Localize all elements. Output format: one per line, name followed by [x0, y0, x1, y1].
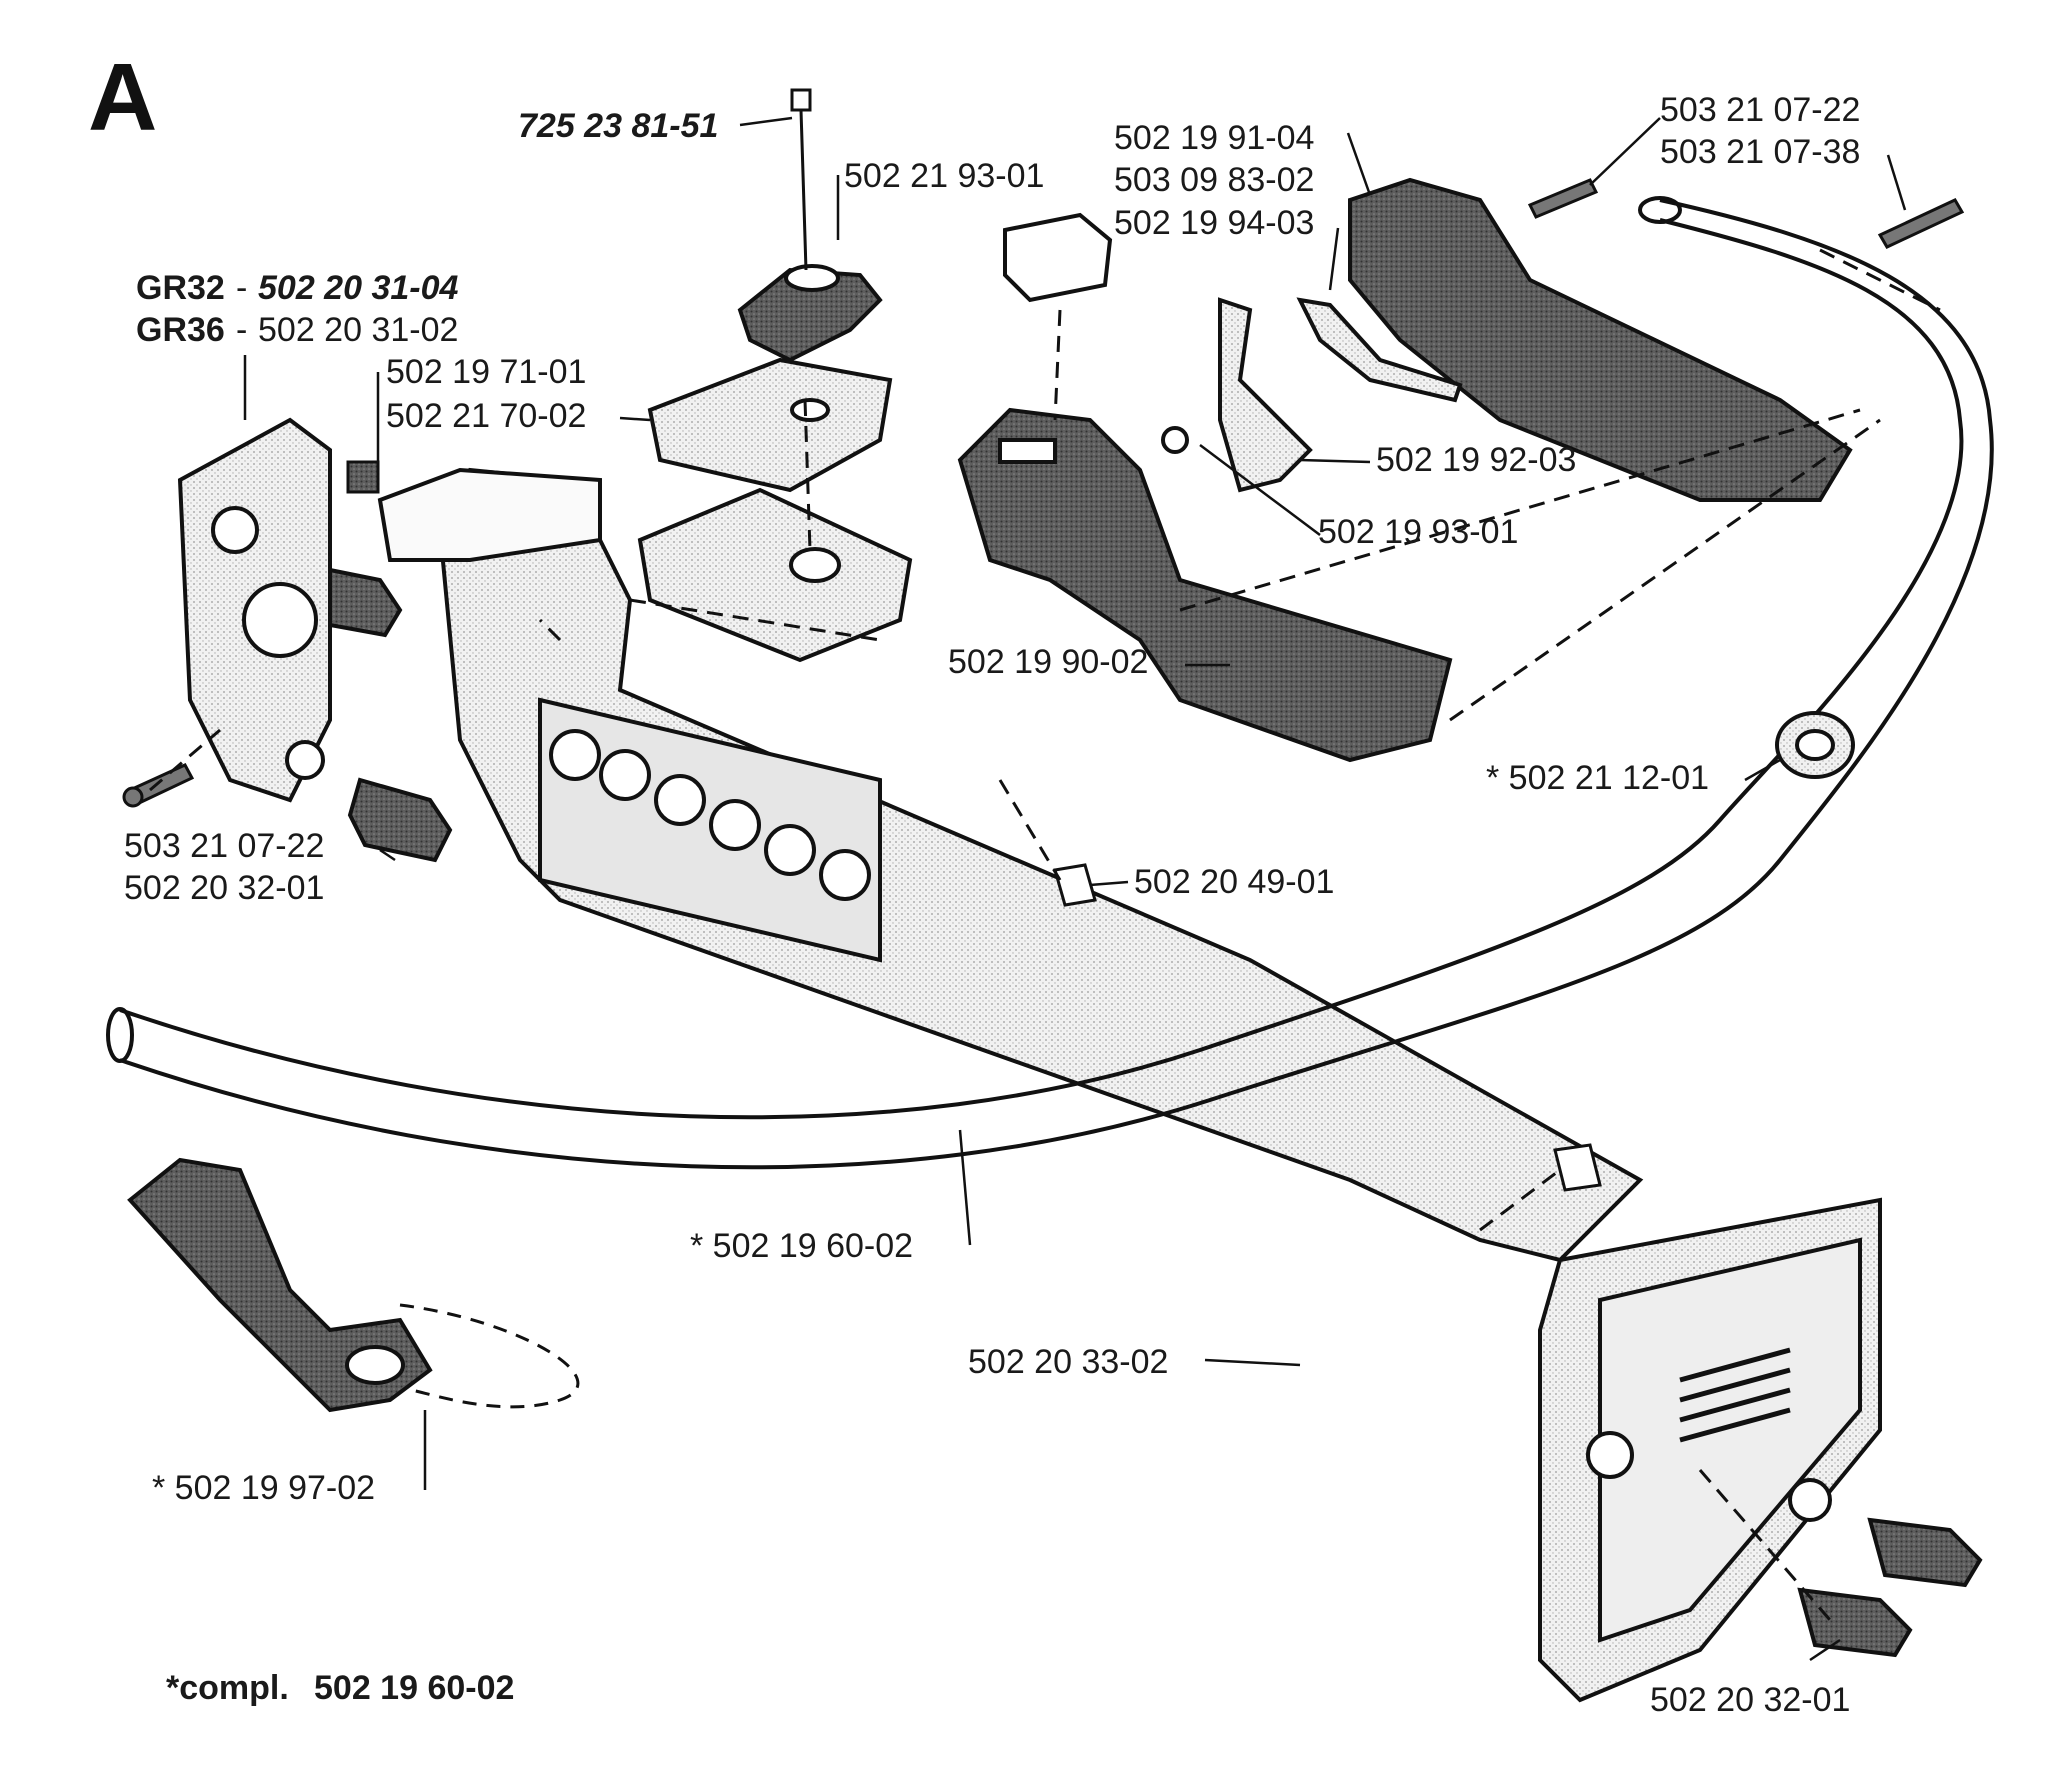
- square-nut: [346, 460, 380, 494]
- end-plug-left: [347, 777, 453, 863]
- label-grip: * 502 19 97-02: [152, 1469, 376, 1507]
- footnote-prefix: *compl.: [166, 1669, 289, 1707]
- label-switch-b: 503 09 83-02: [1114, 161, 1315, 199]
- label-throttle-trigger: 502 19 92-03: [1376, 441, 1577, 479]
- screw-top-b: [1877, 198, 1965, 249]
- bolt: [790, 88, 812, 271]
- leader-lines: [243, 116, 1907, 1662]
- label-spring: 502 19 93-01: [1318, 513, 1519, 551]
- label-knob: 502 21 93-01: [844, 157, 1045, 195]
- label-bolt: 725 23 81-51: [518, 107, 719, 145]
- label-clip-nut: 502 20 49-01: [1134, 863, 1335, 901]
- label-gr32-dash: -: [236, 269, 248, 307]
- clamp-upper: [647, 357, 893, 493]
- screw-top-a: [1527, 178, 1599, 219]
- stop-switch: [1003, 212, 1113, 303]
- label-gr36-part: 502 20 31-02: [258, 311, 459, 349]
- screw-left: [122, 763, 195, 808]
- label-switch-c: 502 19 94-03: [1114, 204, 1315, 242]
- handle-bracket-left: [177, 417, 332, 803]
- label-switch-a: 502 19 91-04: [1114, 119, 1315, 157]
- clip-nut-upper: [1053, 863, 1097, 907]
- clamp-knob: [737, 264, 883, 363]
- throttle-lock: [1296, 297, 1463, 403]
- label-gr36-dash: -: [236, 311, 248, 349]
- label-screw-b: 503 21 07-38: [1660, 133, 1861, 171]
- grip-dashed-outline: [399, 1303, 580, 1409]
- end-plug-right-a: [1867, 1517, 1983, 1588]
- end-plug-upper: [328, 567, 403, 638]
- clip-nut-lower: [1553, 1143, 1602, 1192]
- handlebar-tube: [106, 196, 1994, 1170]
- footnote-part: 502 19 60-02: [314, 1669, 515, 1707]
- frame-housing: [377, 467, 1644, 1263]
- sheet-letter: A: [88, 44, 158, 151]
- label-cable-clip: * 502 21 12-01: [1486, 759, 1710, 797]
- throttle-trigger: [1218, 297, 1313, 493]
- label-gr32-model: GR32: [136, 269, 225, 307]
- side-grip: [127, 1157, 433, 1413]
- frame-end-housing: [1538, 1197, 1882, 1703]
- spring: [1161, 426, 1189, 454]
- handle-upper-half: [1348, 177, 1853, 502]
- alignment-lines: [149, 248, 1941, 1621]
- label-screw-a: 503 21 07-22: [1660, 91, 1861, 129]
- label-nut: 502 19 71-01: [386, 353, 587, 391]
- label-handle-half: 502 19 90-02: [948, 643, 1149, 681]
- label-frame: 502 20 33-02: [968, 1343, 1169, 1381]
- label-plug-right: 502 20 32-01: [1650, 1681, 1851, 1719]
- end-plug-right-b: [1797, 1587, 1913, 1658]
- clamp-lower: [637, 487, 913, 663]
- label-plug-left: 502 20 32-01: [124, 869, 325, 907]
- label-handlebar: * 502 19 60-02: [690, 1227, 914, 1265]
- cable-clip: [1775, 711, 1855, 779]
- label-gr36-model: GR36: [136, 311, 225, 349]
- label-screw-left: 503 21 07-22: [124, 827, 325, 865]
- label-gr32-part: 502 20 31-04: [258, 269, 459, 307]
- label-clamp: 502 21 70-02: [386, 397, 587, 435]
- handle-lower-half: [957, 407, 1453, 763]
